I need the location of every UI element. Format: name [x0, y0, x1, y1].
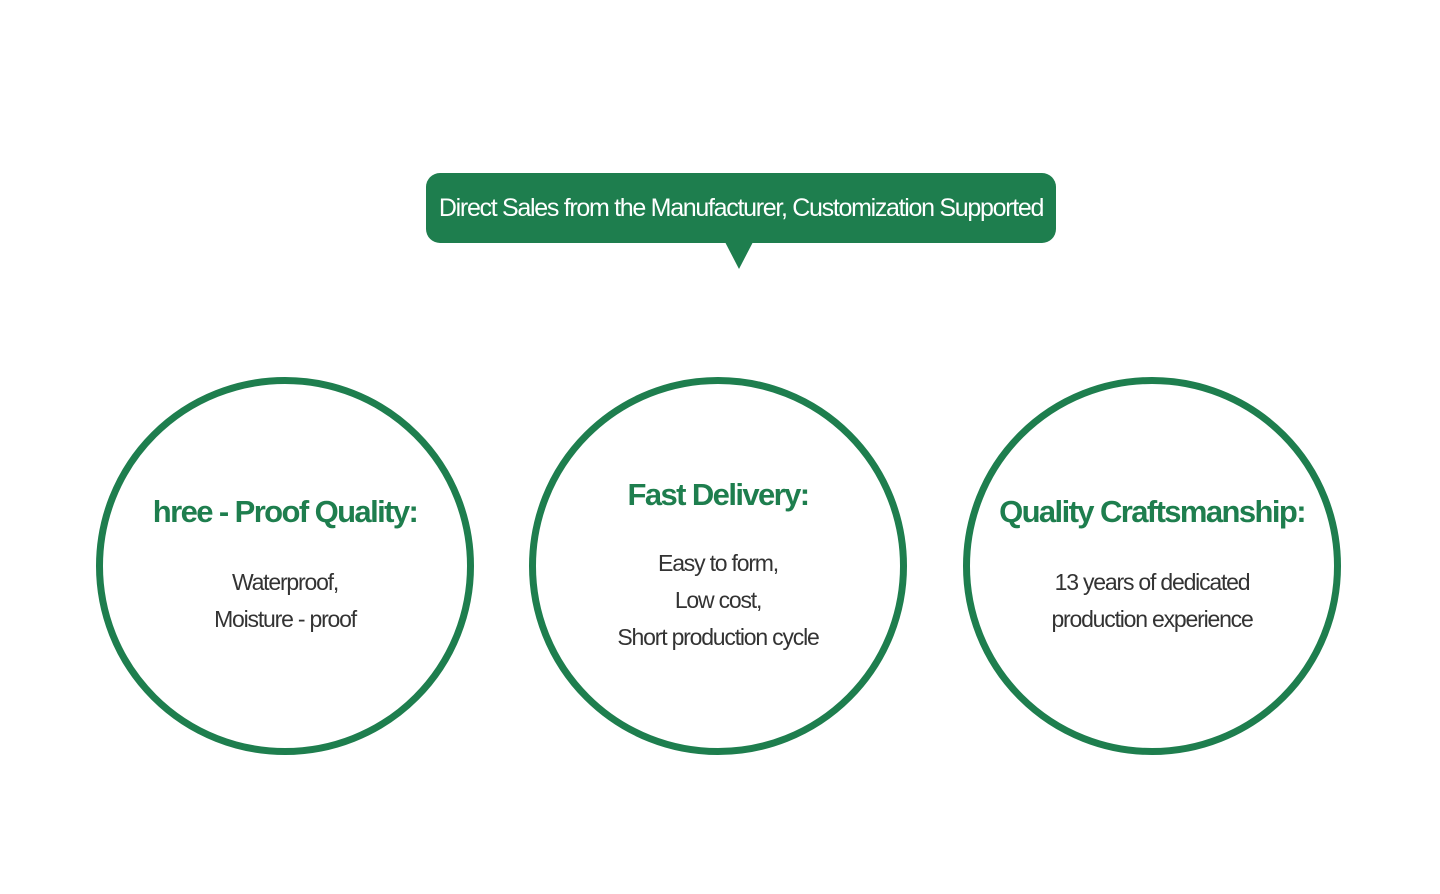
banner-bubble: Direct Sales from the Manufacturer, Cust… — [426, 173, 1056, 243]
feature-line: Low cost, — [674, 586, 763, 613]
feature-line: 13 years of dedicated — [1054, 569, 1251, 595]
banner-text: Direct Sales from the Manufacturer, Cust… — [438, 193, 1044, 222]
feature-circle-proof-quality: hree - Proof Quality: Waterproof, Moistu… — [96, 377, 474, 755]
feature-line: production experience — [1051, 606, 1253, 632]
feature-title: Fast Delivery: — [627, 476, 811, 512]
feature-line: Moisture - proof — [214, 606, 357, 632]
feature-line: Easy to form, — [658, 549, 779, 576]
banner-bubble-tail — [725, 242, 753, 269]
feature-title: Quality Craftsmanship: — [999, 494, 1306, 529]
feature-line: Waterproof, — [231, 569, 339, 595]
feature-circle-quality-craftsmanship: Quality Craftsmanship: 13 years of dedic… — [963, 377, 1341, 755]
feature-line: Short production cycle — [617, 623, 819, 650]
feature-circle-fast-delivery: Fast Delivery: Easy to form, Low cost, S… — [529, 377, 907, 755]
feature-title: hree - Proof Quality: — [152, 494, 419, 529]
